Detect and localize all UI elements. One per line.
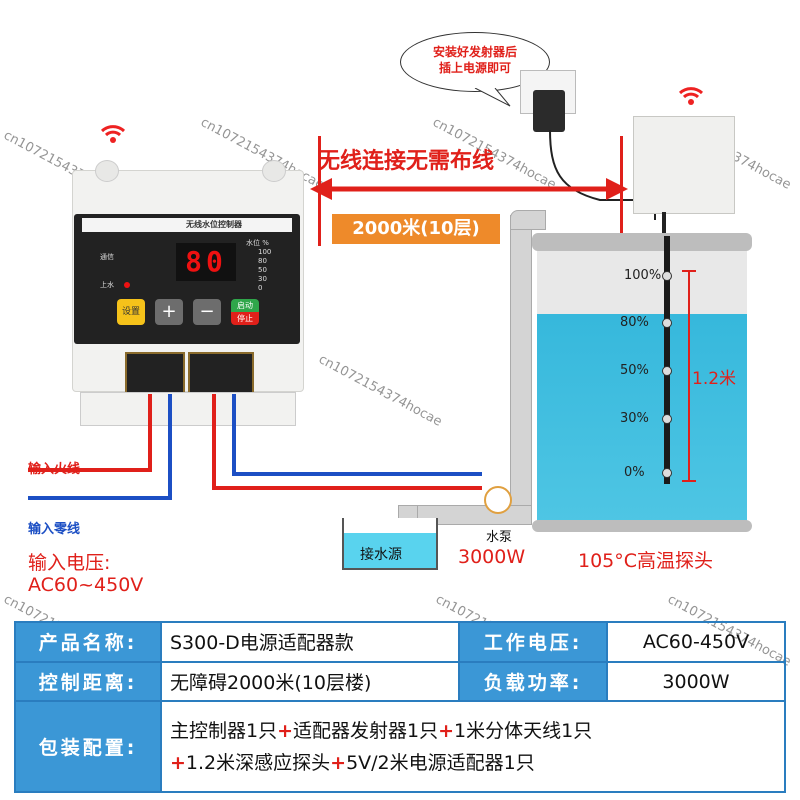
table-row: 控制距离: 无障碍2000米(10层楼) 负载功率: 3000W xyxy=(14,660,786,703)
level-0-label: 0% xyxy=(624,465,645,480)
probe-sensor xyxy=(662,271,672,281)
distance-label: 2000米(10层) xyxy=(332,214,500,244)
level-50-label: 50% xyxy=(620,363,649,378)
comm-label: 通信 xyxy=(100,253,114,261)
pump-wire xyxy=(212,394,216,489)
level-30-label: 30% xyxy=(620,411,649,426)
probe-sensor xyxy=(662,414,672,424)
status-led xyxy=(124,282,130,288)
input-terminal xyxy=(125,352,185,398)
distance-marker-left xyxy=(318,136,321,246)
depth-tick xyxy=(682,480,696,482)
neutral-wire xyxy=(28,496,172,500)
probe-sensor xyxy=(662,468,672,478)
pump-wire xyxy=(232,394,236,474)
water-source-label: 接水源 xyxy=(360,547,402,563)
package-contents: 主控制器1只+适配器发射器1只+1米分体天线1只 +1.2米深感应探头+5V/2… xyxy=(160,700,786,793)
transmitter-cable xyxy=(662,212,666,238)
power-adapter xyxy=(533,90,565,132)
load-power-label: 负载功率: xyxy=(458,660,608,703)
control-distance-label: 控制距离: xyxy=(14,660,162,703)
probe-label: 105°C高温探头 xyxy=(578,550,714,572)
product-name: S300-D电源适配器款 xyxy=(160,621,460,663)
install-callout: 安装好发射器后 插上电源即可 xyxy=(400,32,550,92)
mount-ear xyxy=(262,160,286,182)
callout-line2: 插上电源即可 xyxy=(438,61,511,75)
status-label: 上水 xyxy=(100,281,114,289)
mount-ear xyxy=(95,160,119,182)
callout-tail xyxy=(474,88,511,107)
product-name-label: 产品名称: xyxy=(14,621,162,663)
controller-title: 无线水位控制器 xyxy=(186,220,242,229)
start-stop-button[interactable]: 启动 停止 xyxy=(231,299,259,325)
package-label: 包装配置: xyxy=(14,700,162,793)
controller-strip: 无线水位控制器 xyxy=(82,218,292,232)
package-line-2: +1.2米深感应探头+5V/2米电源适配器1只 xyxy=(170,751,535,774)
pump-icon xyxy=(484,486,512,514)
depth-indicator xyxy=(688,270,690,482)
level-display: 80 xyxy=(176,243,236,281)
watermark: cn1072154374hocae xyxy=(315,352,445,430)
depth-tick xyxy=(682,270,696,272)
callout-line1: 安装好发射器后 xyxy=(432,45,517,59)
controller-base xyxy=(80,392,296,426)
tank-base xyxy=(532,520,752,532)
outlet-pipe-elbow xyxy=(510,210,546,230)
wireless-transmitter xyxy=(633,116,735,214)
pump-wire xyxy=(212,486,482,490)
live-wire xyxy=(28,468,152,472)
live-wire xyxy=(148,394,152,470)
adapter-cable xyxy=(549,130,656,220)
wireless-title: 无线连接无需布线 xyxy=(318,149,495,174)
neutral-wire xyxy=(168,394,172,498)
outlet-pipe xyxy=(510,215,532,507)
control-distance: 无障碍2000米(10层楼) xyxy=(160,660,460,703)
tank-water xyxy=(537,314,747,528)
level-80-label: 80% xyxy=(620,315,649,330)
voltage-value: AC60~450V xyxy=(28,574,144,596)
wifi-icon xyxy=(100,122,126,150)
minus-button[interactable]: − xyxy=(193,299,221,325)
water-source xyxy=(342,518,438,570)
wireless-arrow xyxy=(310,178,628,200)
tank-lid xyxy=(532,233,752,251)
table-row: 包装配置: 主控制器1只+适配器发射器1只+1米分体天线1只 +1.2米深感应探… xyxy=(14,700,786,793)
level-marks: 100 80 50 30 0 xyxy=(258,248,272,292)
depth-label: 1.2米 xyxy=(692,369,737,389)
neutral-wire-label: 输入零线 xyxy=(28,522,81,537)
probe-sensor xyxy=(662,318,672,328)
pump-label: 水泵 xyxy=(486,530,513,545)
plus-button[interactable]: + xyxy=(155,299,183,325)
pump-power: 3000W xyxy=(458,546,526,568)
working-voltage: AC60-450V xyxy=(606,621,786,663)
mode-button[interactable]: 设置 xyxy=(117,299,145,325)
live-wire-label: 输入火线 xyxy=(28,462,81,477)
voltage-label: 输入电压: xyxy=(28,552,111,574)
wifi-icon xyxy=(678,84,704,112)
package-line-1: 主控制器1只+适配器发射器1只+1米分体天线1只 xyxy=(170,719,593,742)
level-100-label: 100% xyxy=(624,268,662,283)
working-voltage-label: 工作电压: xyxy=(458,621,608,663)
distance-marker-right xyxy=(620,136,623,246)
load-power: 3000W xyxy=(606,660,786,703)
level-header: 水位 % xyxy=(246,239,269,247)
level-probe xyxy=(664,236,670,484)
probe-sensor xyxy=(662,366,672,376)
table-row: 产品名称: S300-D电源适配器款 工作电压: AC60-450V xyxy=(14,621,786,663)
spec-table: 产品名称: S300-D电源适配器款 工作电压: AC60-450V 控制距离:… xyxy=(14,621,786,793)
pump-wire xyxy=(232,472,482,476)
